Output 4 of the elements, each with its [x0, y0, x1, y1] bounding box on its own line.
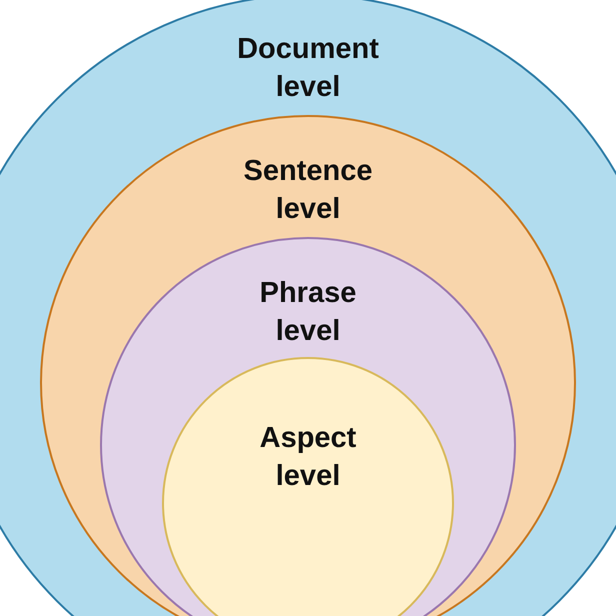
- level-label: Document level: [236, 32, 380, 105]
- level-label: Aspect level: [258, 421, 358, 494]
- level-label: Sentence level: [242, 154, 374, 227]
- level-label: Phrase level: [258, 276, 358, 349]
